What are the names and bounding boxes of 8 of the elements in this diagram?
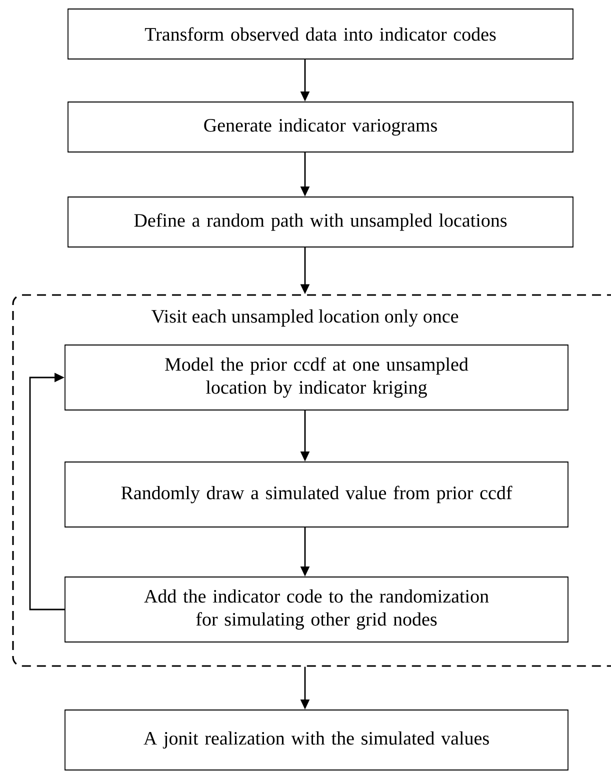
process-box: Add the indicator code to the randomization for simulating other grid nodes xyxy=(64,576,568,642)
arrow xyxy=(29,372,65,610)
process-box: Randomly draw a simulated value from prior ccdf xyxy=(64,462,568,528)
process-box: Define a random path with unsampled locations xyxy=(68,196,574,248)
process-box: Generate indicator variograms xyxy=(68,102,574,152)
process-box: Model the prior ccdf at one unsampled location by indicator kriging xyxy=(64,344,568,410)
process-box: Transform observed data into indicator codes xyxy=(68,8,574,60)
process-box: A jonit realization with the simulated values xyxy=(64,710,568,770)
